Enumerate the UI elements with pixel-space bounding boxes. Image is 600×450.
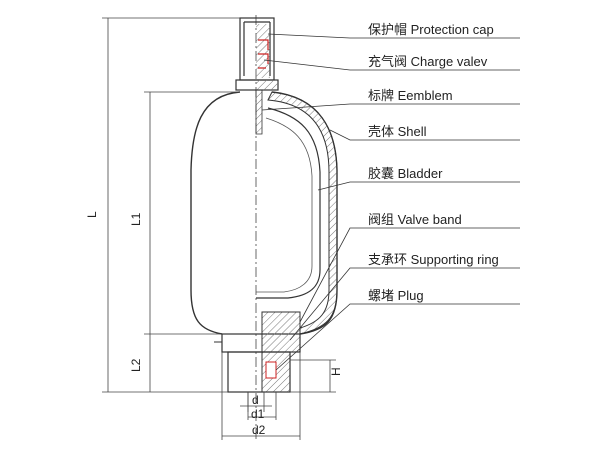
- dim-d: d: [252, 393, 259, 407]
- dim-L2: L2: [129, 358, 143, 372]
- label-emblem: 标牌 Eemblem: [368, 88, 453, 103]
- lower-assembly: [214, 311, 301, 393]
- label-supporting-ring: 支承环 Supporting ring: [368, 252, 499, 267]
- dimension-lines-bottom: [221, 352, 301, 440]
- dim-H: H: [329, 367, 343, 376]
- protection-cap-part: [239, 17, 275, 81]
- label-valve-band: 阀组 Valve band: [368, 212, 462, 227]
- dim-d2: d2: [252, 423, 266, 437]
- dim-d1: d1: [251, 407, 265, 421]
- bladder-outline: [256, 107, 321, 299]
- label-bladder: 胶囊 Bladder: [368, 166, 443, 181]
- emblem-part: [255, 89, 263, 135]
- dim-L1: L1: [129, 212, 143, 226]
- leader-lines: [261, 33, 520, 371]
- label-plug: 螺堵 Plug: [368, 288, 424, 303]
- dimension-lines-left: [102, 17, 336, 393]
- label-shell: 壳体 Shell: [368, 124, 427, 139]
- label-protection-cap: 保护帽 Protection cap: [368, 22, 494, 37]
- label-charge-valve: 充气阀 Charge valev: [368, 54, 488, 69]
- dim-L: L: [85, 211, 99, 218]
